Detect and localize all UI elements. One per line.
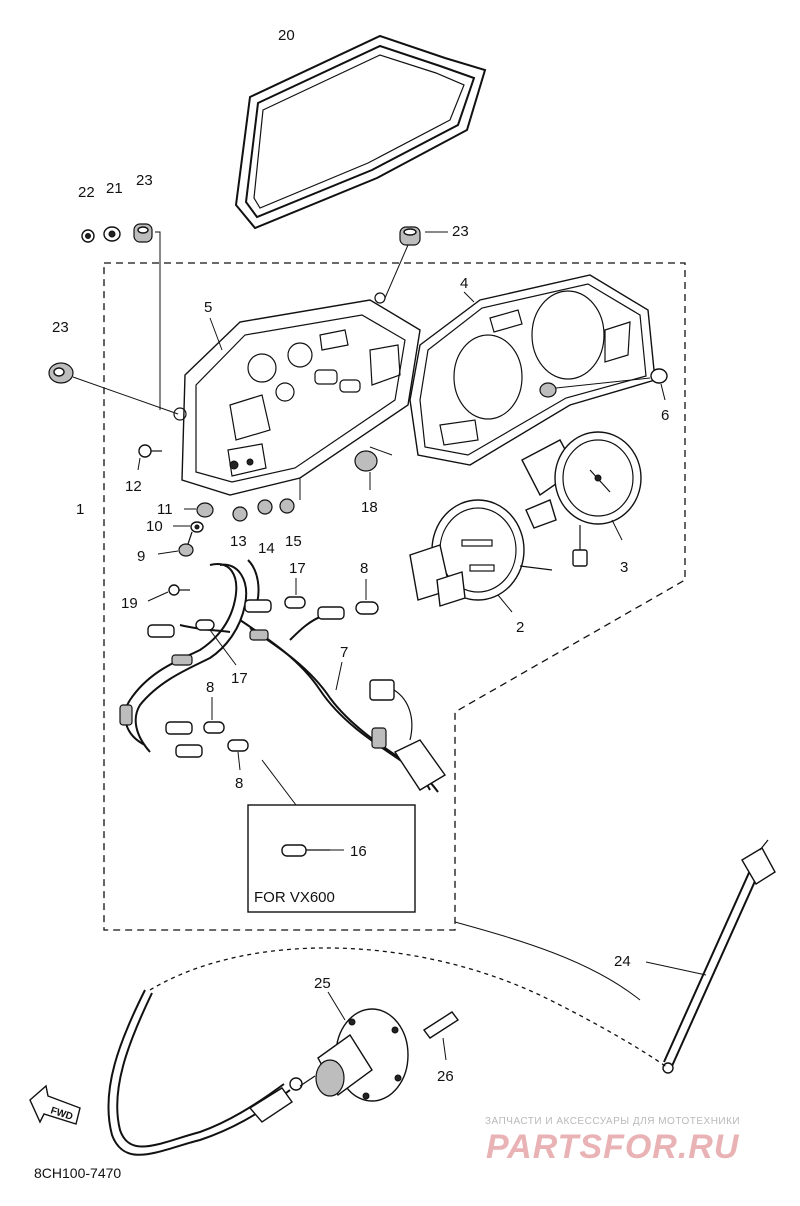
callout-24: 24 <box>614 953 631 970</box>
bulb-part-8c <box>227 739 249 752</box>
callout-8-b: 8 <box>206 679 214 696</box>
bulb-part-8a <box>355 601 379 615</box>
callout-23-c: 23 <box>52 319 69 336</box>
screw-part-12 <box>138 444 162 458</box>
grommet-part-18 <box>354 450 378 472</box>
screw-part-9 <box>178 531 194 557</box>
callout-15: 15 <box>285 533 302 550</box>
screw-part-19 <box>168 584 190 596</box>
assembly-boundary <box>103 262 686 931</box>
callout-3: 3 <box>620 559 628 576</box>
callout-16: 16 <box>350 843 367 860</box>
callout-23-b: 23 <box>452 223 469 240</box>
bulb-part-8b <box>203 721 225 734</box>
callout-10: 10 <box>146 518 163 535</box>
callout-2: 2 <box>516 619 524 636</box>
vx600-note-text: FOR VX600 <box>254 889 335 906</box>
callout-13: 13 <box>230 533 247 550</box>
callout-18: 18 <box>361 499 378 516</box>
washer-part-21 <box>103 226 121 242</box>
drawing-code: 8CH100-7470 <box>34 1165 121 1181</box>
callout-labels: 20 22 21 23 23 23 4 5 6 12 1 11 10 13 14… <box>52 27 669 1085</box>
bulb-part-17b <box>195 619 215 631</box>
callout-19: 19 <box>121 595 138 612</box>
pin-part-26 <box>422 1011 460 1039</box>
tachometer-part <box>521 431 642 567</box>
callout-17-b: 17 <box>231 670 248 687</box>
callout-23-a: 23 <box>136 172 153 189</box>
grommet-part-23b <box>399 226 421 246</box>
wire-harness-part <box>119 559 447 793</box>
callout-9: 9 <box>137 548 145 565</box>
callout-1: 1 <box>76 501 84 518</box>
meter-housing-part <box>173 292 421 496</box>
callout-25: 25 <box>314 975 331 992</box>
lens-gasket-part <box>234 34 487 230</box>
grommet-part-23c <box>48 362 74 384</box>
callout-14: 14 <box>258 540 275 557</box>
cable-end-fitting <box>248 1077 303 1123</box>
grommet-part-11 <box>196 502 214 518</box>
grommet-part-23a <box>133 223 153 243</box>
callout-22: 22 <box>78 184 95 201</box>
watermark-brand: PARTSFOR.RU <box>486 1128 740 1166</box>
washer-part-14 <box>257 499 273 515</box>
nut-part-13 <box>232 506 248 522</box>
nut-part-15 <box>279 498 295 514</box>
callout-26: 26 <box>437 1068 454 1085</box>
callout-17-a: 17 <box>289 560 306 577</box>
nut-part-22 <box>81 229 95 243</box>
callout-8-c: 8 <box>235 775 243 792</box>
collar-part-10 <box>190 521 204 533</box>
callout-12: 12 <box>125 478 142 495</box>
meter-cover-part <box>409 274 656 466</box>
fwd-arrow-icon: FWD <box>29 1084 81 1125</box>
callout-20: 20 <box>278 27 295 44</box>
callout-6: 6 <box>661 407 669 424</box>
vx600-note-box <box>247 804 416 913</box>
callout-8-a: 8 <box>360 560 368 577</box>
speedometer-cable-part <box>662 839 776 1074</box>
bulb-part-17a <box>284 596 306 609</box>
watermark-tagline: ЗАПЧАСТИ И АКСЕССУАРЫ ДЛЯ МОТОТЕХНИКИ <box>485 1116 740 1127</box>
callout-11: 11 <box>157 501 173 518</box>
callout-5: 5 <box>204 299 212 316</box>
callout-7: 7 <box>340 644 348 661</box>
cap-part-6 <box>539 368 668 398</box>
callout-21: 21 <box>106 180 123 197</box>
callout-4: 4 <box>460 275 468 292</box>
gear-unit-part <box>299 1008 409 1102</box>
speedometer-part <box>409 499 553 607</box>
